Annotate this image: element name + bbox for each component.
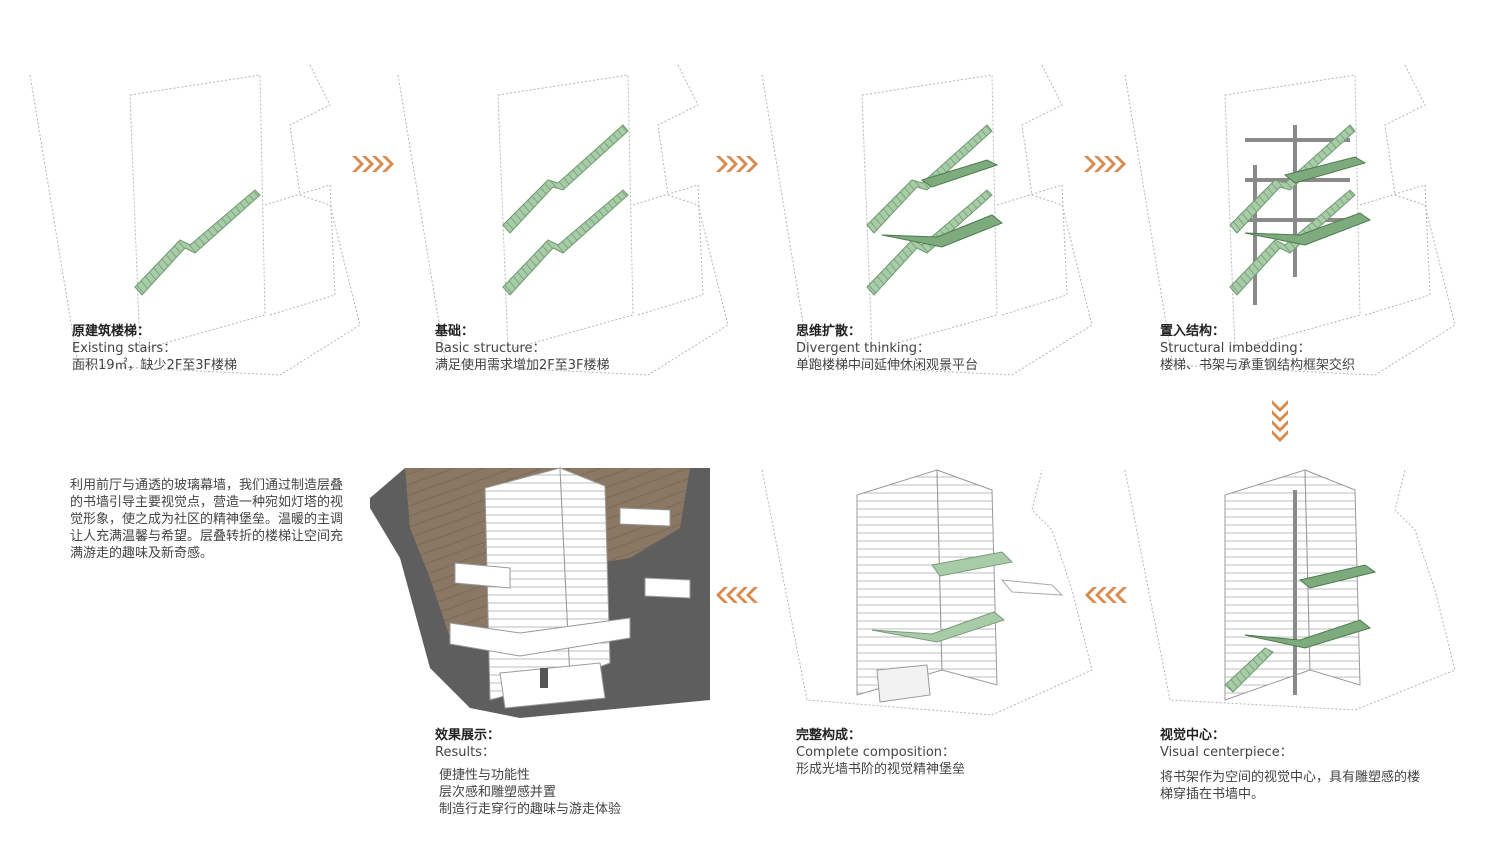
step-title: 视觉中心： xyxy=(1160,728,1226,743)
caption-divergent-thinking: 思维扩散： Divergent thinking： 单跑楼梯中间延伸休闲观景平台 xyxy=(796,323,978,374)
step-en: Visual centerpiece： xyxy=(1160,745,1293,760)
caption-complete-composition: 完整构成： Complete composition： 形成光墙书阶的视觉精神堡… xyxy=(796,727,965,778)
arrow-down xyxy=(1272,400,1288,442)
results-item: 制造行走穿行的趣味与游走体验 xyxy=(439,802,622,817)
panel-visual-centerpiece xyxy=(1124,469,1456,711)
step-desc: 单跑楼梯中间延伸休闲观景平台 xyxy=(796,358,979,373)
caption-basic-structure: 基础： Basic structure： 满足使用需求增加2F至3F楼梯 xyxy=(435,323,610,374)
step-en: Existing stairs： xyxy=(72,341,177,356)
step-title: 思维扩散： xyxy=(796,324,862,339)
step-desc: 楼梯、书架与承重钢结构框架交织 xyxy=(1160,358,1356,373)
step-title: 效果展示： xyxy=(435,728,501,743)
step-desc: 形成光墙书阶的视觉精神堡垒 xyxy=(796,762,966,777)
step-en: Structural imbedding： xyxy=(1160,341,1311,356)
step-desc: 将书架作为空间的视觉中心，具有雕塑感的楼梯穿插在书墙中。 xyxy=(1160,770,1421,802)
panel-basic-structure xyxy=(397,64,729,376)
arrow-right-3 xyxy=(1084,156,1126,172)
results-item: 便捷性与功能性 xyxy=(439,768,531,783)
caption-existing-stairs: 原建筑楼梯： Existing stairs： 面积19㎡，缺少2F至3F楼梯 xyxy=(72,323,237,374)
step-title: 基础： xyxy=(435,324,475,339)
arrow-left-2 xyxy=(716,587,758,603)
intro-paragraph: 利用前厅与通透的玻璃幕墙，我们通过制造层叠的书墙引导主要视觉点，营造一种宛如灯塔… xyxy=(70,478,344,561)
step-en: Complete composition： xyxy=(796,745,956,760)
caption-results: 效果展示： Results： 便捷性与功能性 层次感和雕塑感并置 制造行走穿行的… xyxy=(435,727,621,818)
step-en: Basic structure： xyxy=(435,341,546,356)
step-desc: 满足使用需求增加2F至3F楼梯 xyxy=(435,358,610,373)
caption-structural-imbedding: 置入结构： Structural imbedding： 楼梯、书架与承重钢结构框… xyxy=(1160,323,1355,374)
results-item: 层次感和雕塑感并置 xyxy=(439,785,557,800)
panel-divergent-thinking xyxy=(761,64,1093,376)
step-title: 完整构成： xyxy=(796,728,862,743)
panel-structural-imbedding xyxy=(1124,64,1456,376)
arrow-left-1 xyxy=(1085,587,1127,603)
panel-results-render xyxy=(370,467,710,718)
arrow-right-1 xyxy=(352,156,394,172)
step-en: Results： xyxy=(435,745,495,760)
step-title: 原建筑楼梯： xyxy=(72,324,151,339)
arrow-right-2 xyxy=(716,156,758,172)
step-en: Divergent thinking： xyxy=(796,341,930,356)
step-desc: 面积19㎡，缺少2F至3F楼梯 xyxy=(72,358,238,373)
panel-existing-stairs xyxy=(29,64,361,376)
caption-visual-centerpiece: 视觉中心： Visual centerpiece： 将书架作为空间的视觉中心，具… xyxy=(1160,727,1420,803)
step-title: 置入结构： xyxy=(1160,324,1226,339)
panel-complete-composition xyxy=(761,469,1093,716)
results-list: 便捷性与功能性 层次感和雕塑感并置 制造行走穿行的趣味与游走体验 xyxy=(435,767,621,818)
